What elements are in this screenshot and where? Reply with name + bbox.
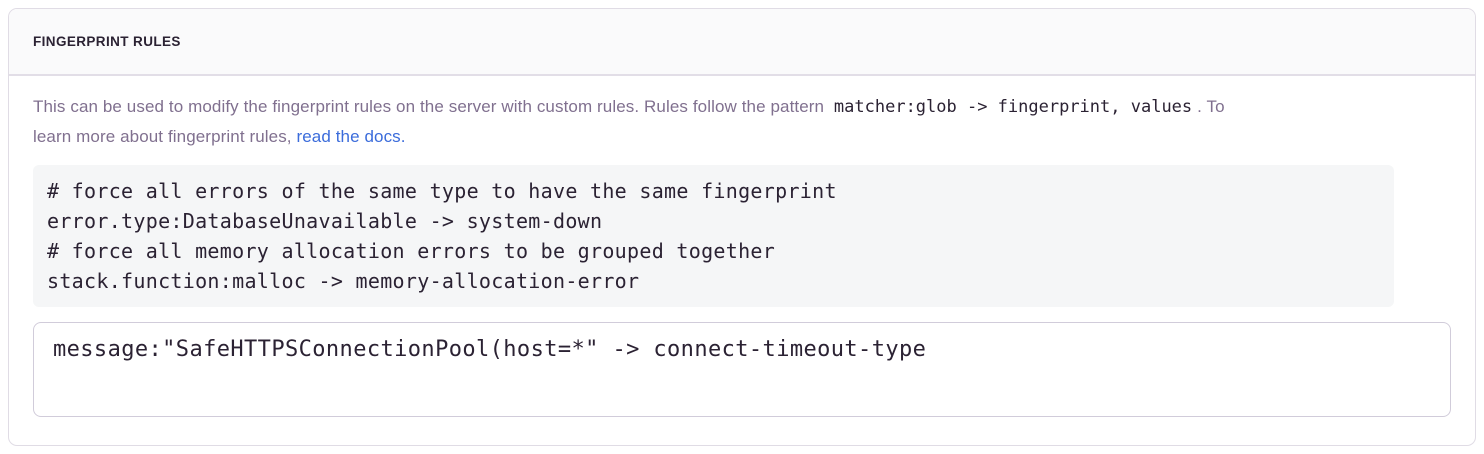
description-segment-after-code: . To [1197, 97, 1225, 116]
inline-code-pattern: matcher:glob -> fingerprint, values [833, 97, 1193, 117]
fingerprint-rules-example-code: # force all errors of the same type to h… [33, 165, 1394, 307]
description-segment-line2: learn more about fingerprint rules, [33, 127, 297, 146]
panel-header: FINGERPRINT RULES [9, 9, 1475, 76]
fingerprint-rules-input[interactable]: message:"SafeHTTPSConnectionPool(host=*"… [33, 322, 1451, 417]
description-text: This can be used to modify the fingerpri… [33, 92, 1451, 152]
description-segment-before-code: This can be used to modify the fingerpri… [33, 97, 829, 116]
fingerprint-rules-panel: FINGERPRINT RULES This can be used to mo… [8, 8, 1476, 446]
read-the-docs-link[interactable]: read the docs. [296, 127, 406, 146]
panel-title: FINGERPRINT RULES [33, 34, 181, 49]
panel-body: This can be used to modify the fingerpri… [9, 76, 1475, 442]
